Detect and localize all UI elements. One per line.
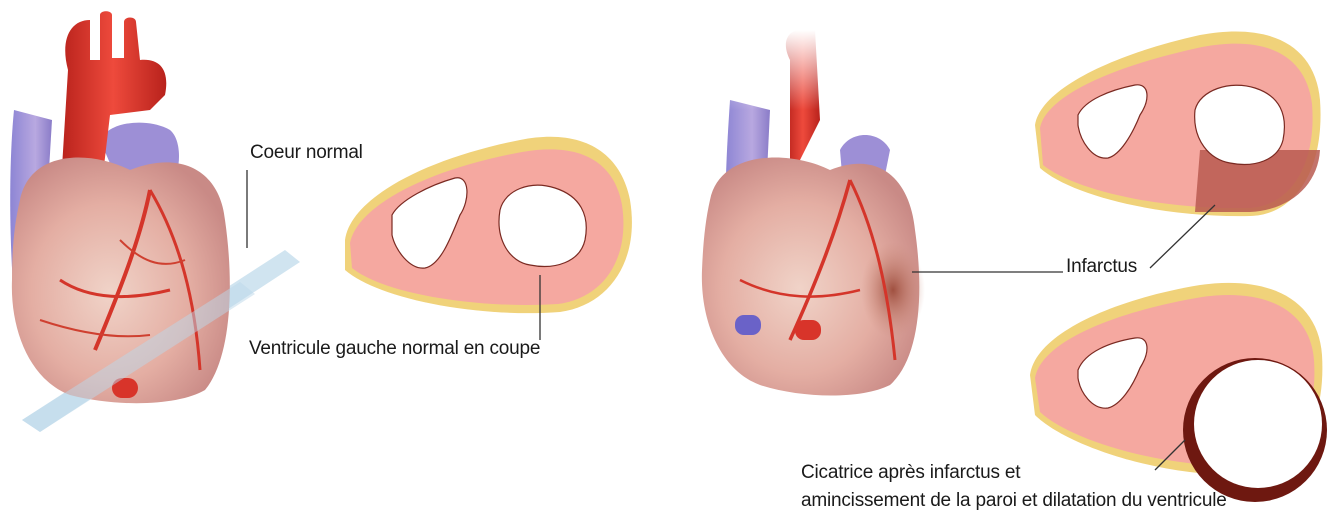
infarct-area (861, 242, 925, 338)
label-normal-heart: Coeur normal (250, 142, 363, 164)
label-normal-ventricle: Ventricule gauche normal en coupe (249, 338, 540, 360)
label-infarct: Infarctus (1066, 256, 1137, 278)
label-scar-line1: Cicatrice après infarctus et (801, 462, 1020, 484)
normal-ventricle-section (345, 137, 632, 340)
normal-heart (10, 11, 300, 432)
label-scar-line2: amincissement de la paroi et dilatation … (801, 490, 1227, 512)
scar-ventricle-section (1030, 283, 1327, 502)
infarct-ventricle-section (1035, 31, 1321, 268)
infarct-heart (700, 30, 1063, 396)
